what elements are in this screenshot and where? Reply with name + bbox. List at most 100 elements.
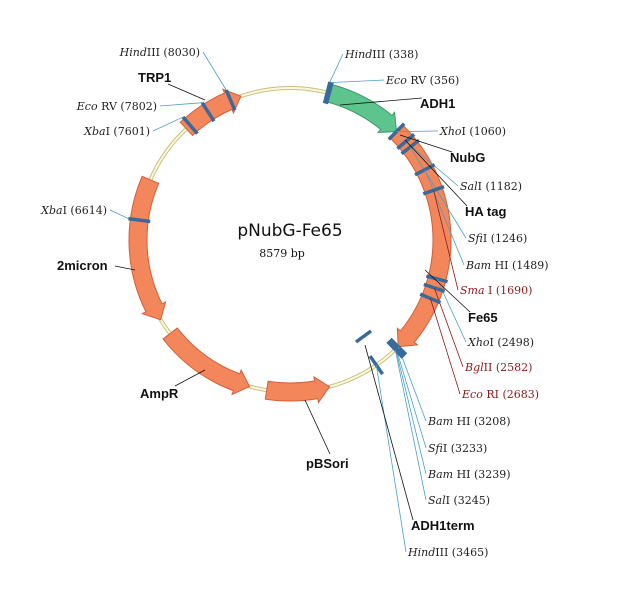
site-tick: [386, 340, 405, 359]
plasmid-size: 8579 bp: [259, 247, 305, 260]
site-label: SalI (1182): [460, 180, 522, 193]
feature-leader-line: [114, 265, 136, 271]
site-label: Bam HI (3208): [427, 415, 511, 428]
site-leader-line: [397, 346, 427, 422]
site-enzyme-italic: Hind: [119, 46, 147, 59]
site-tick: [200, 101, 216, 123]
feature-leader-line: [404, 139, 468, 207]
site-position: (2683): [499, 388, 539, 401]
site-enzyme-rest: RI: [483, 388, 499, 401]
site-enzyme-rest: RV: [98, 100, 118, 113]
site-leader-line: [159, 102, 203, 107]
site-position: (3233): [447, 442, 487, 455]
site-position: (3465): [448, 546, 488, 559]
feature-leader-line: [339, 97, 423, 106]
site-position: (2582): [492, 361, 532, 374]
site-leader-line: [396, 130, 439, 132]
site-enzyme-rest: HI: [491, 259, 508, 272]
site-enzyme-italic: Bam: [427, 468, 453, 481]
feature-leader-line: [174, 369, 206, 387]
site-label: HindIII (3465): [407, 546, 488, 559]
site-leader-line: [395, 349, 427, 475]
site-enzyme-italic: Eco: [461, 388, 483, 401]
site-position: (7802): [117, 100, 157, 113]
feature-arrow-ampr: [162, 327, 251, 396]
site-tick: [354, 329, 373, 344]
site-enzyme-italic: Eco: [385, 74, 407, 87]
site-label: SfiI (3233): [428, 442, 487, 455]
site-enzyme-italic: Sal: [428, 494, 446, 507]
site-position: (1690): [492, 284, 532, 297]
feature-label-ha-tag: HA tag: [465, 204, 506, 219]
site-enzyme-rest: III: [435, 546, 448, 559]
site-enzyme-italic: Bam: [465, 259, 491, 272]
site-enzyme-italic: Hind: [344, 48, 372, 61]
site-position: (3245): [450, 494, 490, 507]
feature-label-ampr: AmpR: [140, 386, 179, 401]
site-leader-line: [394, 349, 427, 501]
site-enzyme-italic: Eco: [76, 100, 98, 113]
site-label: Eco RV (356): [385, 74, 459, 87]
site-leader-line: [433, 190, 459, 291]
site-position: (7601): [110, 125, 150, 138]
site-position: (356): [426, 74, 459, 87]
site-tick: [181, 115, 199, 135]
feature-leader-line: [304, 399, 331, 455]
site-label: BglII (2582): [464, 361, 532, 374]
site-position: (6614): [67, 204, 107, 217]
site-position: (3239): [471, 468, 511, 481]
site-enzyme-italic: Sal: [460, 180, 478, 193]
feature-arrow-trp1: [179, 88, 242, 137]
site-enzyme-rest: HI: [453, 415, 470, 428]
site-enzyme-rest: III: [372, 48, 385, 61]
site-position: (1060): [466, 125, 506, 138]
site-leader-line: [405, 141, 459, 187]
site-leader-line: [375, 365, 407, 553]
site-enzyme-italic: Xba: [40, 204, 62, 217]
site-tick: [128, 216, 151, 224]
site-leader-line: [433, 287, 464, 368]
site-position: (2498): [494, 336, 534, 349]
site-enzyme-italic: Bgl: [464, 361, 484, 374]
site-enzyme-rest: I: [490, 336, 494, 349]
site-enzyme-rest: III: [147, 46, 160, 59]
feature-arrow-adh1: [324, 83, 398, 134]
site-leader-line: [109, 209, 129, 219]
site-label: SalI (3245): [428, 494, 490, 507]
site-enzyme-italic: Sfi: [428, 442, 443, 455]
site-enzyme-rest: I: [443, 442, 447, 455]
feature-leader-line: [364, 344, 414, 521]
site-label: SfiI (1246): [468, 232, 527, 245]
site-leader-line: [424, 169, 465, 266]
site-position: (1182): [482, 180, 522, 193]
feature-label-trp1: TRP1: [138, 70, 171, 85]
site-leader-line: [152, 116, 184, 132]
feature-label-nubg: NubG: [450, 150, 485, 165]
site-enzyme-rest: HI: [453, 468, 470, 481]
site-label: Bam HI (1489): [465, 259, 549, 272]
feature-arrow-pbsori: [264, 375, 331, 404]
site-enzyme-italic: Bam: [427, 415, 453, 428]
restriction-sites: HindIII (338)Eco RV (356)XhoI (1060)SalI…: [40, 46, 548, 559]
site-enzyme-italic: Xho: [467, 336, 490, 349]
site-label: XhoI (2498): [467, 336, 534, 349]
site-label: Eco RI (2683): [461, 388, 539, 401]
plasmid-name: pNubG-Fe65: [237, 221, 342, 241]
site-position: (1489): [509, 259, 549, 272]
feature-label-fe65: Fe65: [468, 310, 498, 325]
feature-label-adh1: ADH1: [420, 96, 455, 111]
site-enzyme-rest: I: [106, 125, 110, 138]
site-label: HindIII (338): [344, 48, 418, 61]
site-label: XbaI (6614): [40, 204, 107, 217]
site-tick: [224, 89, 237, 111]
site-label: Bam HI (3239): [427, 468, 511, 481]
site-tick: [324, 82, 334, 105]
site-enzyme-italic: Sma: [460, 284, 485, 297]
feature-label-pbsori: pBSori: [306, 456, 349, 471]
site-enzyme-italic: Xho: [439, 125, 462, 138]
feature-arrow-fe65: [389, 124, 452, 348]
feature-leader-line: [167, 83, 206, 101]
site-tick: [423, 282, 446, 293]
